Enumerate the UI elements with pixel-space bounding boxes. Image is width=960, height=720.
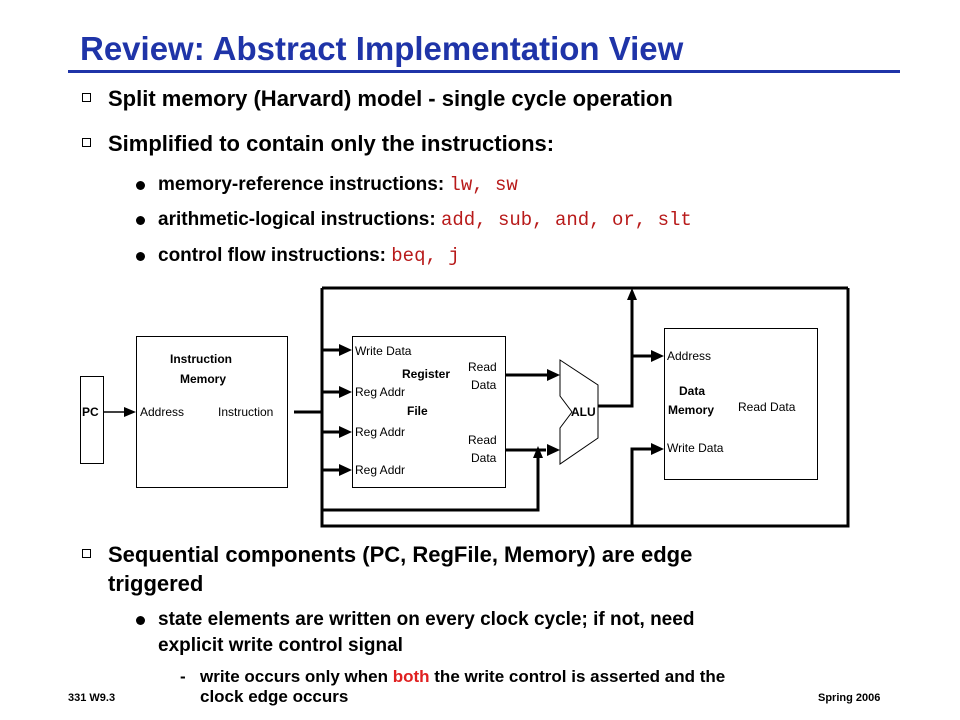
sub-bullet-memory-ref: memory-reference instructions: lw, sw — [136, 172, 518, 198]
dmem-title-line2: Memory — [668, 403, 715, 417]
alu-shape — [559, 359, 599, 465]
sub-bullet-line1: state elements are written on every cloc… — [158, 609, 695, 630]
dmem-read-data-port: Read Data — [738, 400, 796, 414]
rf-read-data-1-line1: Read — [468, 360, 497, 374]
square-bullet-icon — [82, 138, 91, 147]
instruction-code: lw, sw — [449, 174, 518, 196]
sub-bullet-text: arithmetic-logical instructions: — [158, 209, 441, 230]
write-note-emphasis: both — [392, 667, 430, 686]
title-underline — [68, 70, 900, 73]
rf-read-data-1-line2: Data — [471, 378, 497, 392]
imem-title-line2: Memory — [180, 372, 227, 386]
imem-address-port: Address — [140, 405, 185, 419]
footer-term: Spring 2006 — [818, 692, 881, 704]
round-bullet-icon — [136, 181, 145, 190]
round-bullet-icon — [136, 252, 145, 261]
round-bullet-icon — [136, 216, 145, 225]
pc-label: PC — [82, 405, 99, 419]
dmem-write-data-port: Write Data — [667, 441, 724, 455]
write-note-post: the write control is asserted and the — [429, 667, 726, 686]
rf-read-data-2-line2: Data — [471, 451, 497, 465]
instruction-code: beq, j — [391, 245, 460, 267]
data-memory-box — [664, 328, 818, 480]
bullet-sequential-line2: triggered — [108, 571, 204, 596]
slide-title: Review: Abstract Implementation View — [80, 30, 684, 67]
imem-title-line1: Instruction — [170, 352, 232, 366]
sub-bullet-text: memory-reference instructions: — [158, 174, 450, 195]
write-note-pre: write occurs only when — [200, 667, 393, 686]
pc-register — [80, 376, 104, 464]
rf-reg-addr-port-1: Reg Addr — [355, 385, 406, 399]
rf-write-data-port: Write Data — [355, 344, 412, 358]
bullet-simplified-text: Simplified to contain only the instructi… — [108, 131, 555, 156]
rf-reg-addr-port-2: Reg Addr — [355, 425, 406, 439]
footer-course-id: 331 W9.3 — [68, 692, 116, 704]
bullet-simplified: Simplified to contain only the instructi… — [82, 129, 555, 158]
bullet-harvard: Split memory (Harvard) model - single cy… — [82, 84, 673, 113]
bullet-sequential: Sequential components (PC, RegFile, Memo… — [82, 540, 868, 598]
write-note-line2: clock edge occurs — [200, 687, 349, 706]
bullet-harvard-text: Split memory (Harvard) model - single cy… — [108, 86, 673, 111]
sub-bullet-state-elements: state elements are written on every cloc… — [136, 607, 878, 659]
imem-instruction-port: Instruction — [218, 405, 274, 419]
instruction-code: add, sub, and, or, slt — [440, 209, 692, 231]
square-bullet-icon — [82, 549, 91, 558]
rf-title-line2: File — [407, 404, 428, 418]
round-bullet-icon — [136, 616, 145, 625]
rf-read-data-2-line1: Read — [468, 433, 497, 447]
sub-bullet-line2: explicit write control signal — [158, 635, 403, 656]
alu-label: ALU — [571, 405, 596, 419]
sub-bullet-text: control flow instructions: — [158, 245, 392, 266]
dash-bullet: - — [180, 667, 186, 686]
rf-title-line1: Register — [402, 367, 451, 381]
sub-bullet-control-flow: control flow instructions: beq, j — [136, 243, 460, 269]
sub-bullet-arith-logic: arithmetic-logical instructions: add, su… — [136, 207, 692, 233]
square-bullet-icon — [82, 93, 91, 102]
rf-reg-addr-port-3: Reg Addr — [355, 463, 406, 477]
register-file-box — [352, 336, 506, 488]
bullet-sequential-line1: Sequential components (PC, RegFile, Memo… — [108, 542, 693, 567]
dmem-title-line1: Data — [679, 384, 706, 398]
dmem-address-port: Address — [667, 349, 712, 363]
instruction-memory-box — [136, 336, 288, 488]
sub-sub-bullet-write: - write occurs only when both the write … — [180, 667, 880, 707]
